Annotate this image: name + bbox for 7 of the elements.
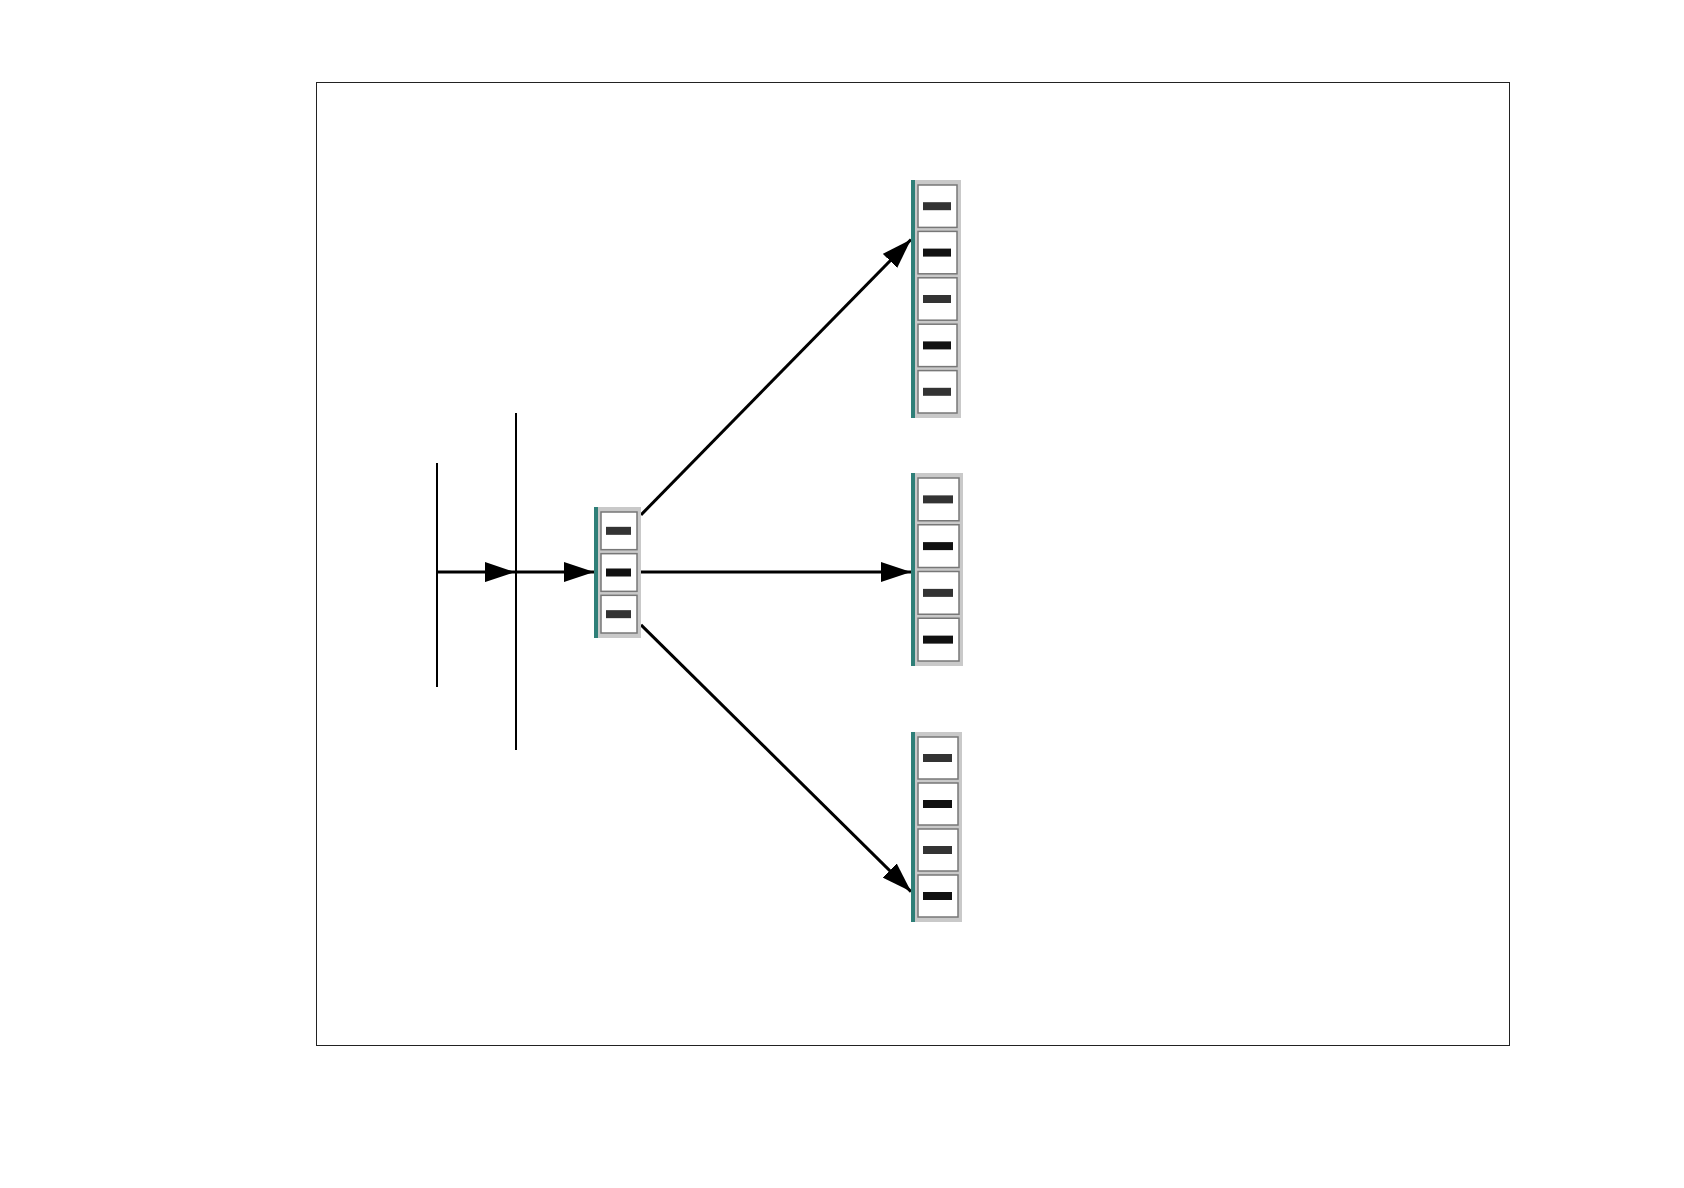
arrow	[517, 562, 594, 582]
arrow	[641, 562, 911, 582]
picture	[594, 507, 641, 638]
picture	[911, 732, 962, 922]
arrow	[438, 562, 515, 583]
picture	[911, 473, 963, 666]
picture	[911, 180, 961, 418]
